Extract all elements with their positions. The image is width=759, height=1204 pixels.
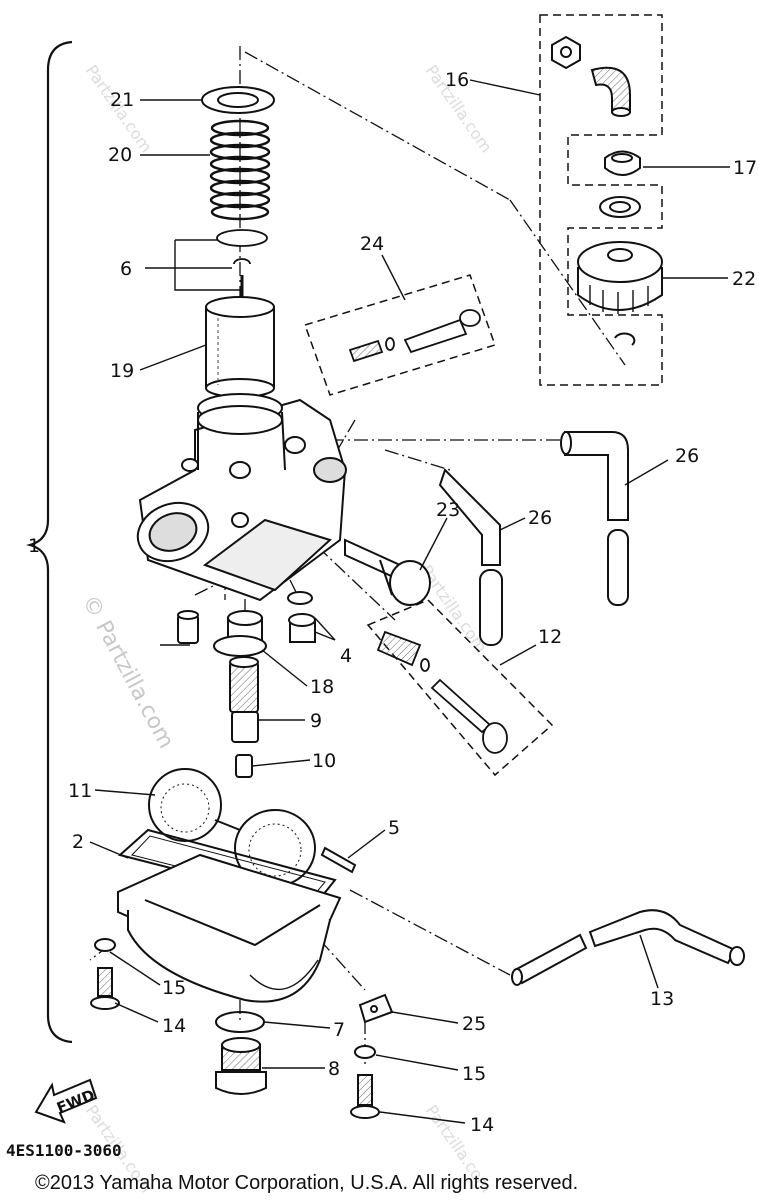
callout-26b: 26 xyxy=(528,507,552,529)
part-14-screw-right xyxy=(350,1074,380,1119)
part-20-spring xyxy=(209,119,271,221)
part-12-screw-set xyxy=(376,630,508,754)
callout-4: 4 xyxy=(340,645,352,667)
callout-2: 2 xyxy=(72,831,84,853)
part-11-float xyxy=(148,768,316,887)
watermark-layer: © Partzilla.com Partzilla.com Partzilla.… xyxy=(77,61,496,1196)
part-15-washer-left xyxy=(94,938,116,952)
leader-lines xyxy=(89,79,730,1124)
fwd-arrow: FWD xyxy=(34,1078,97,1124)
copyright-notice: ©2013 Yamaha Motor Corporation, U.S.A. A… xyxy=(35,1172,578,1194)
callout-labels: 1 21 20 6 19 16 17 22 24 26 26 23 12 1 4… xyxy=(28,69,757,1136)
callout-25: 25 xyxy=(462,1013,486,1035)
part-23-starter-plunger xyxy=(344,538,431,606)
group-boxes xyxy=(304,14,663,777)
callout-14b: 14 xyxy=(470,1114,494,1136)
callout-7: 7 xyxy=(333,1019,345,1041)
callout-21: 21 xyxy=(110,89,134,111)
callout-8: 8 xyxy=(328,1058,340,1080)
part-3-bolt xyxy=(177,610,199,644)
callout-5: 5 xyxy=(388,817,400,839)
watermark: © Partzilla.com xyxy=(77,591,179,753)
part-5-pin xyxy=(320,846,357,874)
assembly-bracket xyxy=(25,40,73,1044)
callout-18: 18 xyxy=(310,676,334,698)
part-18-holder xyxy=(213,610,267,657)
callout-13: 13 xyxy=(650,988,674,1010)
callout-6: 6 xyxy=(120,258,132,280)
part-25-bracket xyxy=(358,993,394,1024)
part-7-o-ring xyxy=(215,1011,265,1033)
part-19-throttle-valve xyxy=(205,296,275,398)
part-4-screw xyxy=(287,591,316,643)
part-14-screw-left xyxy=(90,967,120,1010)
part-26-hoses xyxy=(438,431,629,646)
part-21-washer xyxy=(201,86,275,114)
part-24-screw-set xyxy=(348,309,481,363)
callout-10: 10 xyxy=(312,750,336,772)
part-10-jet xyxy=(235,754,253,778)
callout-15a: 15 xyxy=(162,977,186,999)
part-22-clip xyxy=(614,332,636,346)
callout-9: 9 xyxy=(310,710,322,732)
callout-20: 20 xyxy=(108,144,132,166)
callout-11: 11 xyxy=(68,780,92,802)
part-16-elbow-fitting xyxy=(551,35,631,117)
callout-12: 12 xyxy=(538,626,562,648)
callout-1: 1 xyxy=(28,535,40,557)
callout-22: 22 xyxy=(732,268,756,290)
carburetor-body xyxy=(136,393,347,602)
callout-17: 17 xyxy=(733,157,757,179)
part-17-cap xyxy=(604,150,641,176)
part-13-hose xyxy=(511,909,745,986)
part-17-washer xyxy=(599,196,641,218)
diagram-code: 4ES1100-3060 xyxy=(6,1141,122,1160)
callout-26a: 26 xyxy=(675,445,699,467)
callout-24: 24 xyxy=(360,233,384,255)
part-8-plug xyxy=(215,1037,267,1095)
part-22-top-cap xyxy=(577,241,663,314)
part-15-washer-right xyxy=(354,1045,376,1059)
callout-19: 19 xyxy=(110,360,134,382)
callout-23: 23 xyxy=(436,499,460,521)
callout-15b: 15 xyxy=(462,1063,486,1085)
part-9-main-jet xyxy=(229,656,259,743)
callout-16: 16 xyxy=(445,69,469,91)
float-bowl xyxy=(117,853,342,1003)
callout-14a: 14 xyxy=(162,1015,186,1037)
